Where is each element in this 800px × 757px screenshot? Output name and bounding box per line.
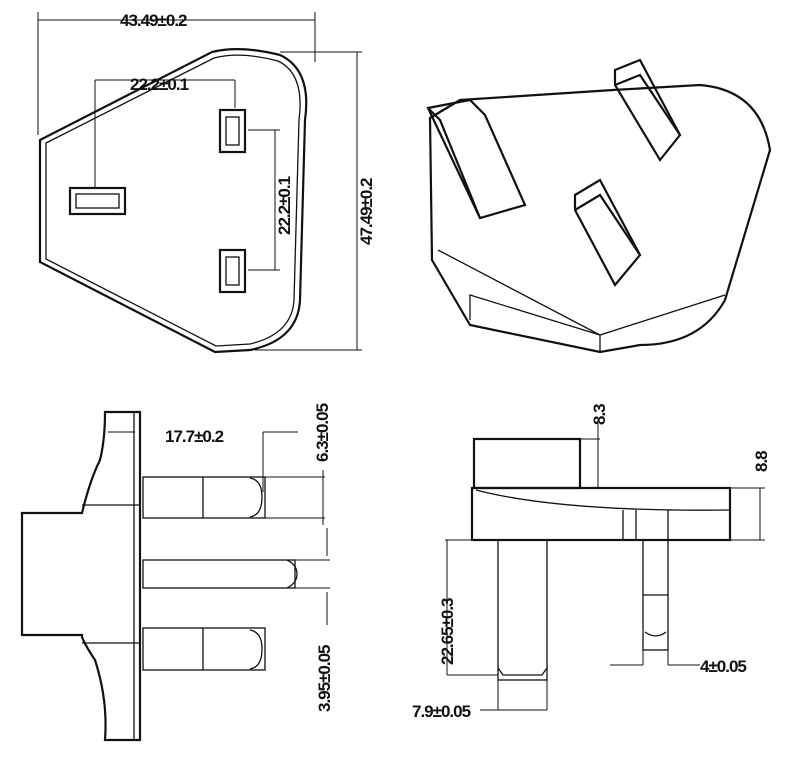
end-view: 8.3 8.8 22.65±0.3 4±0.05 7.9±0.05	[412, 404, 771, 721]
live-pin-slot	[218, 108, 247, 154]
top-block	[472, 437, 582, 490]
neutral-pin	[142, 627, 266, 671]
front-view: 43.49±0.2 22.2±0.1 22.2±0.1 47.49±0.2	[37, 11, 376, 354]
width-dimension: 43.49±0.2	[120, 11, 187, 30]
flat-pin-width-dimension: 7.9±0.05	[412, 702, 471, 721]
flange-dimension: 17.7±0.2	[165, 427, 224, 446]
earth-pin	[142, 559, 296, 589]
live-pin	[142, 476, 266, 519]
neutral-pin-slot	[218, 248, 247, 294]
side-view: 17.7±0.2 6.3±0.05 3.95±0.05	[20, 403, 334, 742]
pin-length-dimension: 22.65±0.3	[438, 598, 457, 665]
flat-pin	[497, 539, 548, 681]
pin-width-dimension: 6.3±0.05	[313, 403, 332, 462]
pin-thickness-dimension: 4±0.05	[700, 657, 746, 676]
earth-pin-dimension: 3.95±0.05	[315, 645, 334, 712]
earth-pin-slot	[68, 186, 127, 216]
body-height-dimension: 8.8	[752, 451, 771, 472]
body	[470, 486, 732, 542]
pin-spacing-vertical: 22.2±0.1	[275, 176, 294, 235]
height-dimension: 47.49±0.2	[357, 178, 376, 245]
block-height-dimension: 8.3	[590, 404, 609, 425]
pin-spacing-horizontal: 22.2±0.1	[130, 75, 189, 94]
isometric-view	[426, 58, 772, 354]
